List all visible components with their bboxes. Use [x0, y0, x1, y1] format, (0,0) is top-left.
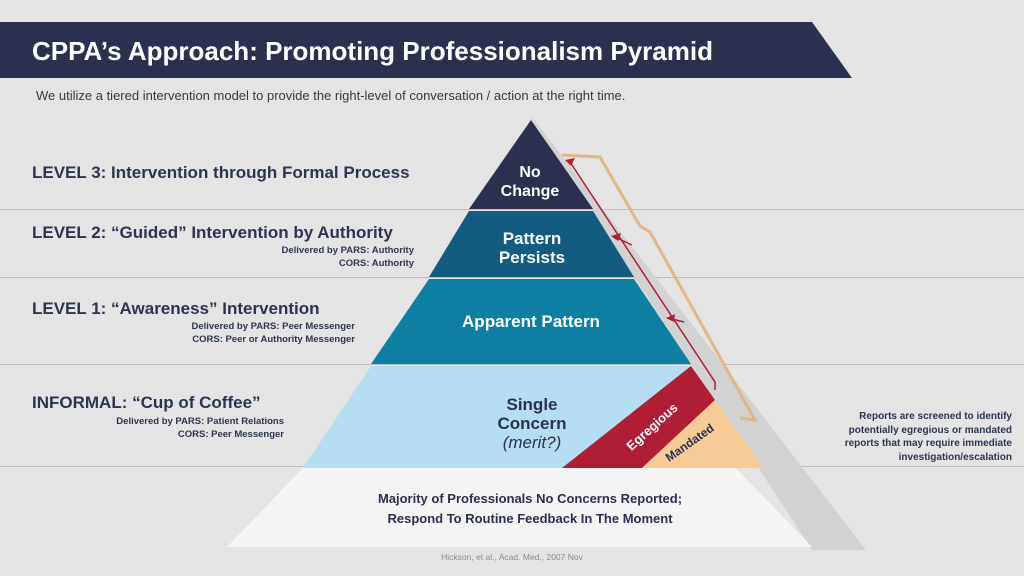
- divider-line: [0, 364, 1024, 365]
- tier-3-label: Pattern Persists: [472, 229, 592, 267]
- arrow-head: [565, 158, 575, 166]
- tier-1-line: Concern: [497, 414, 567, 433]
- level-detail-line: Delivered by PARS: Authority: [281, 245, 415, 256]
- note-line: Reports are screened to identify: [859, 411, 1012, 422]
- level-detail-line: CORS: Peer or Authority Messenger: [192, 334, 355, 345]
- citation: Hickson, et al., Acad. Med., 2007 Nov: [441, 552, 583, 562]
- page-title: CPPA’s Approach: Promoting Professionali…: [32, 36, 713, 66]
- arrow-head: [666, 314, 675, 322]
- title-banner: CPPA’s Approach: Promoting Professionali…: [0, 22, 860, 78]
- title-banner-shape: [0, 22, 852, 78]
- mandated-wedge: [642, 400, 763, 468]
- screening-note: Reports are screened to identify potenti…: [802, 410, 1012, 464]
- divider-line: [0, 209, 1024, 210]
- level-detail-line: Delivered by PARS: Peer Messenger: [191, 321, 355, 332]
- note-line: investigation/escalation: [898, 451, 1012, 463]
- level-2-title: LEVEL 2: “Guided” Intervention by Author…: [32, 223, 393, 242]
- pyramid-shadow-face: [532, 117, 866, 550]
- informal-level-detail: Delivered by PARS: Patient Relations COR…: [116, 415, 284, 441]
- tier-3-line: Persists: [498, 248, 566, 267]
- tier-1-line: (merit?): [502, 433, 562, 452]
- arrow-head: [611, 233, 621, 241]
- pyramid-tier-4: [469, 120, 593, 209]
- level-2-detail: Delivered by PARS: Authority CORS: Autho…: [282, 244, 415, 270]
- divider-line: [0, 277, 1024, 278]
- note-line: reports that may require immediate: [844, 438, 1012, 449]
- tier-4-line: No: [519, 164, 541, 181]
- level-1-title: LEVEL 1: “Awareness” Intervention: [32, 299, 320, 318]
- note-line: potentially egregious or mandated: [848, 424, 1012, 436]
- egregious-wedge: [562, 366, 715, 468]
- level-3-title: LEVEL 3: Intervention through Formal Pro…: [32, 163, 410, 182]
- base-tier-label: Majority of Professionals No Concerns Re…: [320, 489, 740, 529]
- tier-4-line: Change: [500, 183, 560, 200]
- tier-1-line: Single: [506, 395, 558, 414]
- pyramid-tier-2: [371, 279, 691, 364]
- tier-3-line: Pattern: [502, 229, 562, 248]
- level-detail-line: CORS: Authority: [338, 258, 414, 269]
- level-detail-line: CORS: Peer Messenger: [177, 429, 284, 440]
- informal-level-title: INFORMAL: “Cup of Coffee”: [32, 393, 261, 412]
- escalation-bracket: [561, 153, 758, 422]
- arrow-branch: [616, 237, 633, 246]
- page-subtitle: We utilize a tiered intervention model t…: [36, 88, 626, 103]
- tier-4-label: No Change: [480, 163, 580, 201]
- base-line: Respond To Routine Feedback In The Momen…: [387, 511, 673, 526]
- level-1-detail: Delivered by PARS: Peer Messenger CORS: …: [191, 320, 355, 346]
- tier-1-label: Single Concern (merit?): [472, 395, 592, 452]
- pyramid-base-tier: [227, 468, 812, 547]
- base-line: Majority of Professionals No Concerns Re…: [377, 491, 683, 506]
- tier-2-label: Apparent Pattern: [462, 312, 600, 331]
- level-detail-line: Delivered by PARS: Patient Relations: [116, 416, 284, 427]
- pyramid-tier-3: [429, 211, 634, 277]
